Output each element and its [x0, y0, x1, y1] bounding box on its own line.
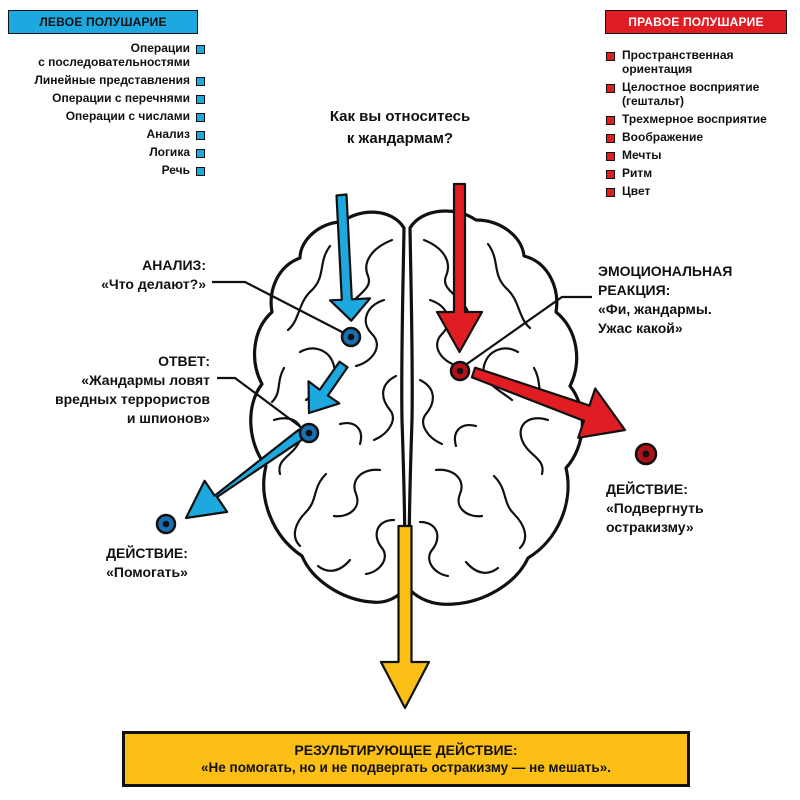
- answer-label: ОТВЕТ: «Жандармы ловят вредных террорист…: [55, 353, 210, 426]
- blue-square-bullet-icon: [196, 77, 205, 86]
- blue-square-bullet-icon: [196, 113, 205, 122]
- red-square-bullet-icon: [606, 116, 615, 125]
- blue-square-bullet-icon: [196, 95, 205, 104]
- nodes: [155, 326, 658, 535]
- right-list-item-label: Целостное восприятие (гештальт): [622, 80, 760, 108]
- brain-right-hemisphere: [407, 209, 584, 606]
- right-list-item-label: Пространственная ориентация: [622, 48, 734, 76]
- left-action-label: ДЕЙСТВИЕ: «Помогать»: [106, 545, 188, 580]
- left-list-item-label: Линейные представления: [34, 73, 190, 87]
- red-square-bullet-icon: [606, 84, 615, 93]
- right-list-item-label: Цвет: [622, 184, 651, 198]
- result-text: «Не помогать, но и не подвергать остраки…: [201, 760, 611, 775]
- right-hemisphere-title: ПРАВОЕ ПОЛУШАРИЕ: [605, 10, 787, 34]
- left-list-item: Операции с перечнями: [34, 91, 205, 105]
- left-list-item-label: Логика: [149, 145, 190, 159]
- right-hemisphere-list: Пространственная ориентация Целостное во…: [606, 48, 796, 202]
- leader-emotion: [463, 295, 592, 367]
- blue-arrow-diagonal: [307, 360, 349, 415]
- blue-square-bullet-icon: [196, 167, 205, 176]
- blue-square-bullet-icon: [196, 149, 205, 158]
- analysis-label: АНАЛИЗ: «Что делают?»: [101, 257, 206, 292]
- red-arrow-down: [435, 182, 484, 354]
- right-list-item: Целостное восприятие (гештальт): [606, 80, 796, 108]
- blue-arrow-to-action: [184, 428, 306, 520]
- emotion-label: ЭМОЦИОНАЛЬНАЯ РЕАКЦИЯ: «Фи, жандармы. Уж…: [598, 263, 733, 336]
- left-list-item-label: Анализ: [146, 127, 190, 141]
- left-hemisphere-arrows: [184, 193, 372, 520]
- right-list-item: Цвет: [606, 184, 796, 198]
- right-list-item-label: Трехмерное восприятие: [622, 112, 767, 126]
- red-square-bullet-icon: [606, 134, 615, 143]
- left-list-item: Операции с последовательностями: [34, 41, 205, 69]
- left-hemisphere-list: Операции с последовательностями Линейные…: [34, 41, 205, 181]
- left-list-item: Речь: [34, 163, 205, 177]
- right-hemisphere-arrows: [435, 182, 627, 439]
- right-list-item-label: Мечты: [622, 148, 662, 162]
- red-square-bullet-icon: [606, 152, 615, 161]
- left-list-item-label: Операции с перечнями: [52, 91, 190, 105]
- left-list-item-label: Речь: [161, 163, 190, 177]
- left-list-item: Операции с числами: [34, 109, 205, 123]
- right-list-item-label: Воображение: [622, 130, 704, 144]
- result-title: РЕЗУЛЬТИРУЮЩЕЕ ДЕЙСТВИЕ:: [294, 742, 518, 758]
- left-hemisphere-title: ЛЕВОЕ ПОЛУШАРИЕ: [8, 10, 198, 34]
- red-arrow-to-action: [470, 366, 627, 439]
- red-square-bullet-icon: [606, 170, 615, 179]
- leader-lines: [212, 280, 592, 429]
- yellow-arrow-result: [379, 524, 431, 710]
- left-list-item: Линейные представления: [34, 73, 205, 87]
- red-square-bullet-icon: [606, 188, 615, 197]
- leader-analysis: [212, 280, 345, 334]
- right-list-item-label: Ритм: [622, 166, 653, 180]
- question-text: Как вы относитесь к жандармам?: [329, 108, 471, 147]
- right-list-item: Воображение: [606, 130, 796, 144]
- right-list-item: Мечты: [606, 148, 796, 162]
- left-list-item-label: Операции с последовательностями: [38, 41, 190, 69]
- left-list-item: Логика: [34, 145, 205, 159]
- red-square-bullet-icon: [606, 52, 615, 61]
- brain-illustration: [249, 209, 584, 606]
- left-list-item: Анализ: [34, 127, 205, 141]
- right-list-item: Трехмерное восприятие: [606, 112, 796, 126]
- result-box: РЕЗУЛЬТИРУЮЩЕЕ ДЕЙСТВИЕ: «Не помогать, н…: [122, 731, 690, 787]
- blue-arrow-down: [328, 193, 372, 322]
- blue-square-bullet-icon: [196, 45, 205, 54]
- blue-square-bullet-icon: [196, 131, 205, 140]
- leader-answer: [217, 376, 303, 429]
- left-list-item-label: Операции с числами: [65, 109, 190, 123]
- right-list-item: Ритм: [606, 166, 796, 180]
- right-action-label: ДЕЙСТВИЕ: «Подвергнуть остракизму»: [606, 481, 704, 535]
- right-list-item: Пространственная ориентация: [606, 48, 796, 76]
